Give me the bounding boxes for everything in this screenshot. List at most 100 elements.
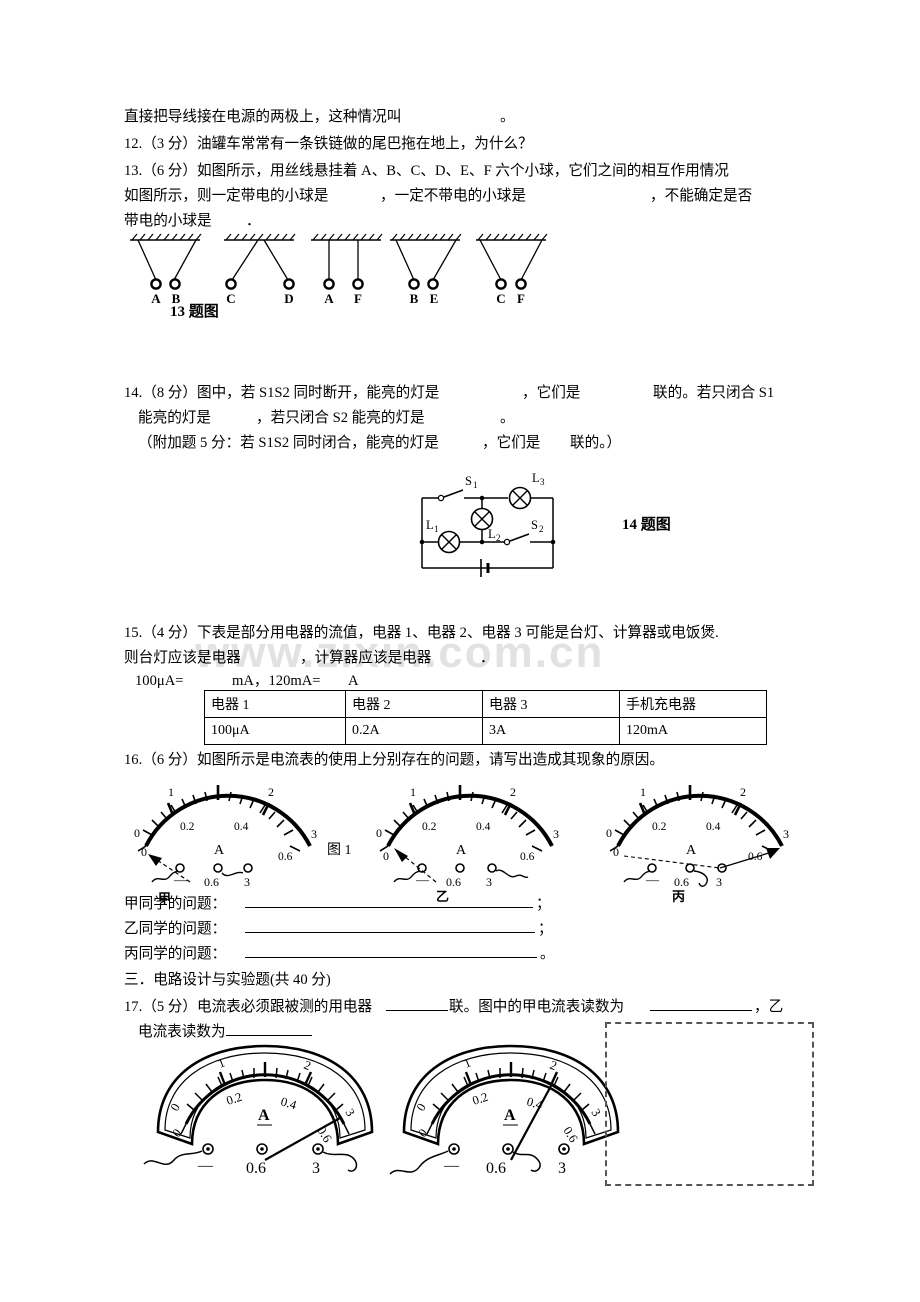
q13-line3: 带电的小球是: [124, 213, 212, 229]
svg-text:E: E: [430, 291, 439, 306]
q15-line3a: 100μA=: [135, 673, 184, 689]
svg-text:A: A: [324, 291, 334, 306]
svg-text:B: B: [410, 291, 419, 306]
svg-text:S: S: [465, 474, 472, 488]
svg-text:0.6: 0.6: [314, 1124, 334, 1145]
appliance-current-table: 电器 1 电器 2 电器 3 手机充电器 100μA 0.2A 3A 120mA: [204, 690, 767, 745]
meter-tick-upper-3: 3: [311, 827, 317, 841]
q14-line3c: 联的。）: [570, 435, 622, 451]
q17-blank-3[interactable]: [226, 1035, 312, 1036]
svg-text:1: 1: [410, 785, 416, 799]
table-row: 100μA 0.2A 3A 120mA: [204, 717, 767, 745]
table-header-cell: 电器 2: [345, 690, 483, 718]
q16-answer-line-2[interactable]: [245, 932, 535, 933]
svg-text:0: 0: [383, 849, 389, 863]
meter-tick-lower-04: 0.4: [234, 821, 249, 833]
svg-text:B: B: [172, 291, 181, 306]
svg-text:3: 3: [553, 827, 559, 841]
meter-needle: [623, 848, 780, 869]
svg-text:3: 3: [486, 875, 492, 887]
q13-line1: 13.（6 分）如图所示，用丝线悬挂着 A、B、C、D、E、F 六个小球，它们之…: [124, 163, 729, 179]
table-cell: 100μA: [204, 717, 346, 745]
svg-text:A: A: [456, 843, 467, 858]
section3-title: 三．电路设计与实验题(共 40 分): [124, 972, 331, 988]
svg-text:0.2: 0.2: [225, 1090, 244, 1108]
q14-line3b: ，它们是: [482, 435, 541, 451]
svg-text:L: L: [426, 518, 434, 532]
q16-answer-end-1: ；: [536, 896, 551, 912]
q15-line3c: A: [348, 673, 359, 689]
svg-text:3: 3: [312, 1160, 320, 1177]
meter-scale-arc: [379, 785, 554, 852]
svg-text:S: S: [531, 518, 538, 532]
pendulum-pair-1: A B: [129, 233, 202, 306]
svg-text:F: F: [354, 291, 362, 306]
q15-line2c: ．: [480, 650, 495, 666]
svg-text:2: 2: [510, 785, 516, 799]
svg-text:0.4: 0.4: [476, 821, 491, 833]
q17-line1b: 联。图中的甲电流表读数为: [449, 999, 625, 1015]
table-cell: 120mA: [619, 717, 767, 745]
q11-tail-period: 。: [500, 109, 515, 125]
q17-blank-1[interactable]: [386, 1010, 448, 1011]
watermark: www.zixin.com.cn: [195, 628, 605, 677]
q15-line1: 15.（4 分）下表是部分用电器的流值，电器 1、电器 2、电器 3 可能是台灯…: [124, 625, 719, 641]
svg-text:0: 0: [141, 845, 147, 859]
q16-answer-end-2: ；: [538, 921, 553, 937]
svg-text:2: 2: [496, 533, 501, 543]
q16-line1: 16.（6 分）如图所示是电流表的使用上分别存在的问题，请写出造成其现象的原因。: [124, 752, 664, 768]
svg-text:—: —: [443, 1158, 460, 1174]
q16-meter-yi: 0 1 2 3 0.2 0.4 0.6 A 0 — 0.6 3: [376, 785, 559, 887]
q16-figure1-caption: 图 1: [327, 843, 352, 858]
svg-text:0.4: 0.4: [279, 1094, 299, 1112]
q16-answer-line-3[interactable]: [245, 957, 537, 958]
svg-text:0.6: 0.6: [246, 1160, 266, 1177]
q14-line2b: ，若只闭合 S2 能亮的灯是: [256, 410, 425, 426]
svg-text:0: 0: [613, 845, 619, 859]
svg-text:0.2: 0.2: [471, 1090, 490, 1108]
svg-text:L: L: [532, 471, 540, 485]
meter-terminals: — 0.6 3: [393, 863, 529, 887]
svg-text:L: L: [488, 527, 496, 541]
q17-line1a: 17.（5 分）电流表必须跟被测的用电器: [124, 999, 373, 1015]
pendulum-pair-2: C D: [223, 233, 296, 306]
meter-needle: [510, 1083, 553, 1161]
q16-meter-jia-label: 甲: [158, 891, 172, 906]
svg-text:0.2: 0.2: [652, 821, 667, 833]
q17-answer-drawing-box[interactable]: [605, 1022, 814, 1186]
meter-tick-upper-2: 2: [268, 785, 274, 799]
svg-text:0.6: 0.6: [486, 1160, 506, 1177]
svg-text:0: 0: [376, 826, 382, 840]
pendulum-pair-4: B E: [389, 233, 462, 306]
svg-text:2: 2: [539, 524, 544, 534]
meter-terminals: — 0.6 3: [143, 1143, 358, 1177]
svg-text:F: F: [517, 291, 525, 306]
svg-text:A: A: [686, 843, 697, 858]
svg-text:0.4: 0.4: [525, 1094, 545, 1112]
q14-line1c: 联的。若只闭合 S1: [653, 385, 775, 401]
q17-blank-2[interactable]: [650, 1010, 752, 1011]
svg-text:—: —: [173, 872, 188, 887]
q13-line2a: 如图所示，则一定带电的小球是: [124, 188, 329, 204]
svg-text:0.6: 0.6: [204, 875, 219, 887]
table-header-cell: 手机充电器: [619, 690, 767, 718]
q15-line3b: mA，120mA=: [232, 673, 321, 689]
svg-text:D: D: [284, 291, 293, 306]
svg-text:2: 2: [548, 1058, 559, 1073]
svg-text:3: 3: [716, 875, 722, 887]
svg-text:0.4: 0.4: [706, 821, 721, 833]
meter-terminals: — 0.6 3: [623, 863, 727, 887]
q16-meter-jia: 0 1 2 3 0.2 0.4 0.6 A 0 — 0.6: [134, 785, 317, 887]
svg-text:2: 2: [740, 785, 746, 799]
q16-answer-line-1[interactable]: [245, 907, 533, 908]
svg-text:A: A: [504, 1107, 516, 1124]
q16-answer-end-3: 。: [540, 946, 555, 962]
q15-line2a: 则台灯应该是电器: [124, 650, 241, 666]
meter-scale-arc: [609, 785, 784, 852]
svg-text:2: 2: [302, 1058, 313, 1073]
svg-text:3: 3: [244, 875, 250, 887]
q14-circuit-figure: S 1 L 3 L 1 L 2 S 2: [419, 471, 556, 577]
svg-text:1: 1: [473, 480, 478, 490]
svg-text:A: A: [151, 291, 161, 306]
meter-tick-lower-06: 0.6: [278, 851, 293, 863]
